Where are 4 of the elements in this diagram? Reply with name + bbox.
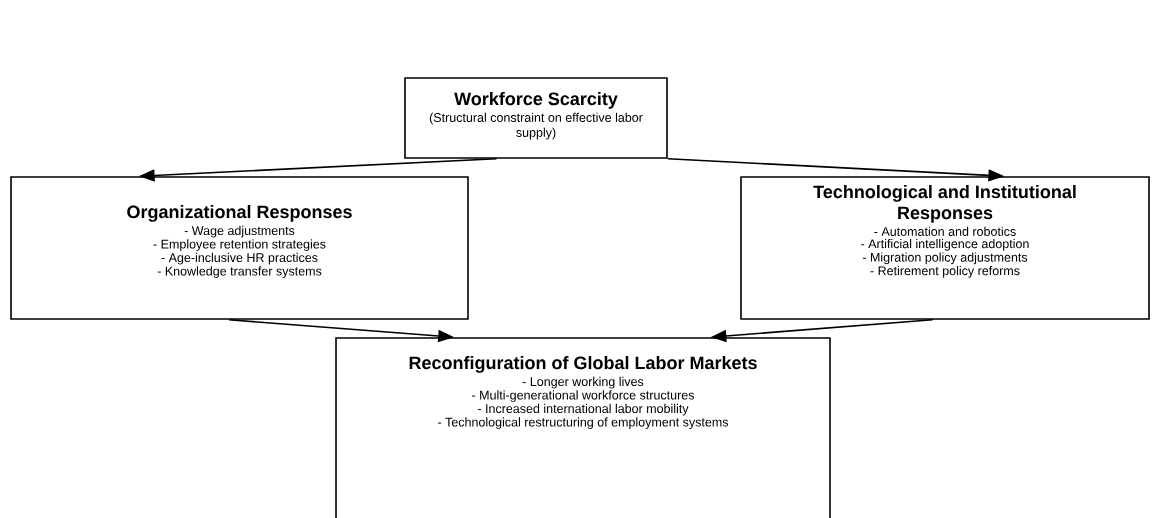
box: Reconfiguration of Global Labor Markets - Longer working lives - Multi-generational workforce structures - Increased international labor mobility - Technological restructuring of employment systems [335,337,831,518]
box: Technological and Institutional Responses - Automation and robotics - Artificial intelligence adoption - Migration policy adjustments - Retirement policy reforms [740,176,1150,320]
box: Organizational Responses - Wage adjustments - Employee retention strategies - Age-inclusive HR practices - Knowledge transfer systems [10,176,469,320]
box: Workforce Scarcity (Structural constraint on effective labor supply) [404,77,668,159]
